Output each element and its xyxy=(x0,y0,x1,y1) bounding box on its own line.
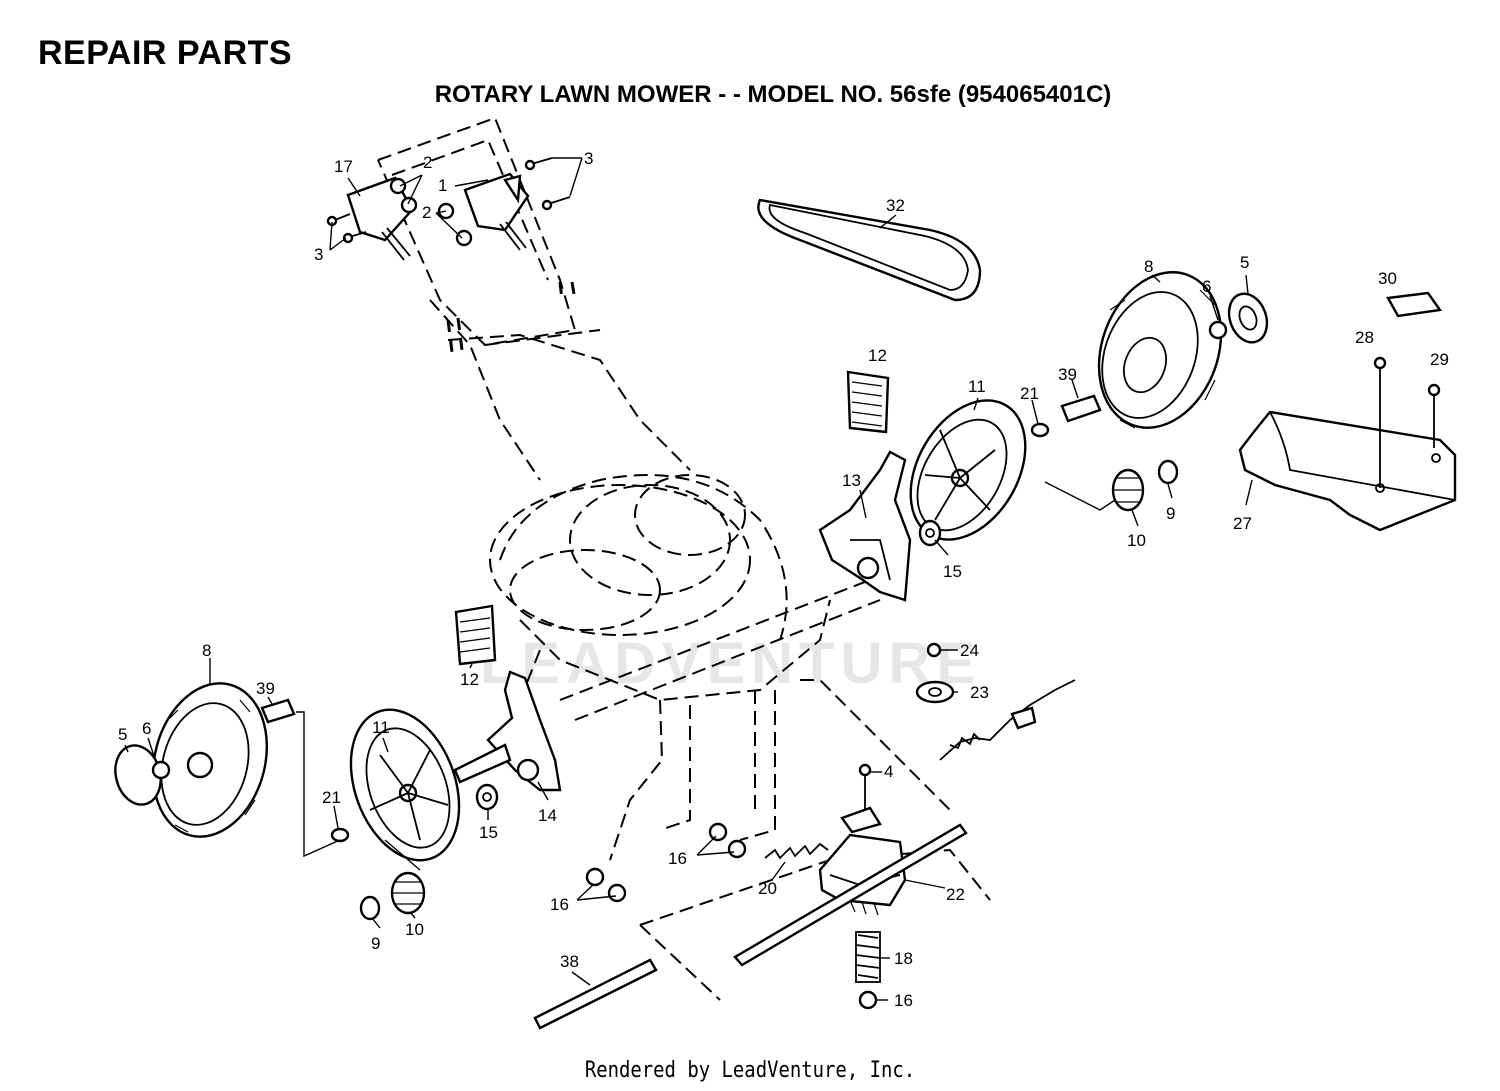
spacer-39-left xyxy=(260,698,296,724)
callout-24: 24 xyxy=(960,641,979,660)
callout-11: 11 xyxy=(968,377,986,396)
callout-6: 6 xyxy=(1202,277,1211,296)
spring-20 xyxy=(764,842,829,860)
hex-nut-2 xyxy=(389,177,473,247)
callout-16: 16 xyxy=(668,849,687,868)
drive-shaft-22 xyxy=(733,823,968,967)
washer-21-right xyxy=(1030,422,1050,438)
page-title: REPAIR PARTS xyxy=(38,34,293,72)
callout-12: 12 xyxy=(460,670,479,689)
callout-11: 11 xyxy=(372,718,390,737)
callout-1: 1 xyxy=(438,176,447,195)
callout-8: 8 xyxy=(1144,257,1153,276)
axle-leader-left xyxy=(296,711,341,858)
bearing-15-right xyxy=(918,519,942,547)
retainer-9-left xyxy=(359,895,381,921)
callout-3: 3 xyxy=(584,149,593,168)
model-subtitle: ROTARY LAWN MOWER - - MODEL NO. 56sfe (9… xyxy=(434,81,1112,108)
gear-10-right xyxy=(1111,468,1145,512)
nut-6-right xyxy=(1208,320,1228,340)
drive-belt-32 xyxy=(757,198,982,302)
callout-leaders xyxy=(124,157,1253,1001)
callout-22: 22 xyxy=(946,885,965,904)
cover-12-left xyxy=(454,604,497,666)
callout-12: 12 xyxy=(868,346,887,365)
bolt-28 xyxy=(1373,356,1387,488)
callout-39: 39 xyxy=(1058,365,1077,384)
cable-assembly xyxy=(939,679,1076,761)
callout-16: 16 xyxy=(894,991,913,1010)
height-bracket-14 xyxy=(453,670,562,792)
callout-16: 16 xyxy=(550,895,569,914)
callout-10: 10 xyxy=(405,920,424,939)
bearing-15-left xyxy=(475,783,499,811)
control-housing-1 xyxy=(463,172,530,251)
nut-24 xyxy=(926,642,942,658)
callout-13: 13 xyxy=(842,471,861,490)
bolt-4 xyxy=(858,763,872,810)
engine-deck-outline xyxy=(489,474,991,1001)
callout-9: 9 xyxy=(1166,504,1175,523)
callout-15: 15 xyxy=(943,562,962,581)
callout-21: 21 xyxy=(322,788,341,807)
callout-10: 10 xyxy=(1127,531,1146,550)
callout-29: 29 xyxy=(1430,350,1449,369)
transmission-22 xyxy=(818,806,907,916)
rear-wheel-8-left xyxy=(151,682,269,838)
callout-32: 32 xyxy=(886,196,905,215)
callout-numbers: 1 2 2 3 3 4 5 5 6 6 8 8 9 9 10 10 11 11 … xyxy=(118,149,1449,1010)
callout-38: 38 xyxy=(560,952,579,971)
callout-18: 18 xyxy=(894,949,913,968)
height-bracket-13 xyxy=(818,450,912,602)
watermark-text: LEADVENTURE xyxy=(480,631,982,696)
callout-4: 4 xyxy=(884,762,893,781)
callout-17: 17 xyxy=(334,157,353,176)
callout-5: 5 xyxy=(1240,253,1249,272)
callout-8: 8 xyxy=(202,641,211,660)
screw-3 xyxy=(326,157,571,244)
gear-10-left xyxy=(390,871,426,915)
spring-18 xyxy=(855,931,881,983)
wheel-drive-11-right xyxy=(909,399,1027,541)
rear-wheel-8-right xyxy=(1097,271,1223,429)
gear-leader-left xyxy=(384,839,421,871)
callout-9: 9 xyxy=(371,934,380,953)
rod-38 xyxy=(533,958,658,1030)
axle-leader-right xyxy=(1044,481,1116,511)
callout-15: 15 xyxy=(479,823,498,842)
cover-12-right xyxy=(846,370,890,434)
callout-28: 28 xyxy=(1355,328,1374,347)
washer-21-left xyxy=(330,827,350,843)
hubcap-5-right xyxy=(1227,292,1269,344)
callout-2: 2 xyxy=(422,203,431,222)
bolt-29 xyxy=(1427,383,1441,448)
label-30 xyxy=(1386,291,1443,318)
callout-3: 3 xyxy=(314,245,323,264)
nut-6-left xyxy=(151,760,171,780)
footer-credit: Rendered by LeadVenture, Inc. xyxy=(584,1058,916,1083)
callout-39: 39 xyxy=(256,679,275,698)
handle-assembly-outline xyxy=(377,116,691,481)
spacer-39-right xyxy=(1060,394,1102,423)
callout-14: 14 xyxy=(538,806,557,825)
wheel-drive-11-left xyxy=(349,708,461,862)
callout-30: 30 xyxy=(1378,269,1397,288)
callout-2: 2 xyxy=(423,153,432,172)
callout-20: 20 xyxy=(758,879,777,898)
callout-27: 27 xyxy=(1233,514,1252,533)
callout-21: 21 xyxy=(1020,384,1039,403)
pulley-23 xyxy=(915,680,955,704)
rear-skirt-27 xyxy=(1238,410,1457,532)
callout-5: 5 xyxy=(118,725,127,744)
callout-23: 23 xyxy=(970,683,989,702)
retainer-9-right xyxy=(1157,459,1179,485)
callout-6: 6 xyxy=(142,719,151,738)
